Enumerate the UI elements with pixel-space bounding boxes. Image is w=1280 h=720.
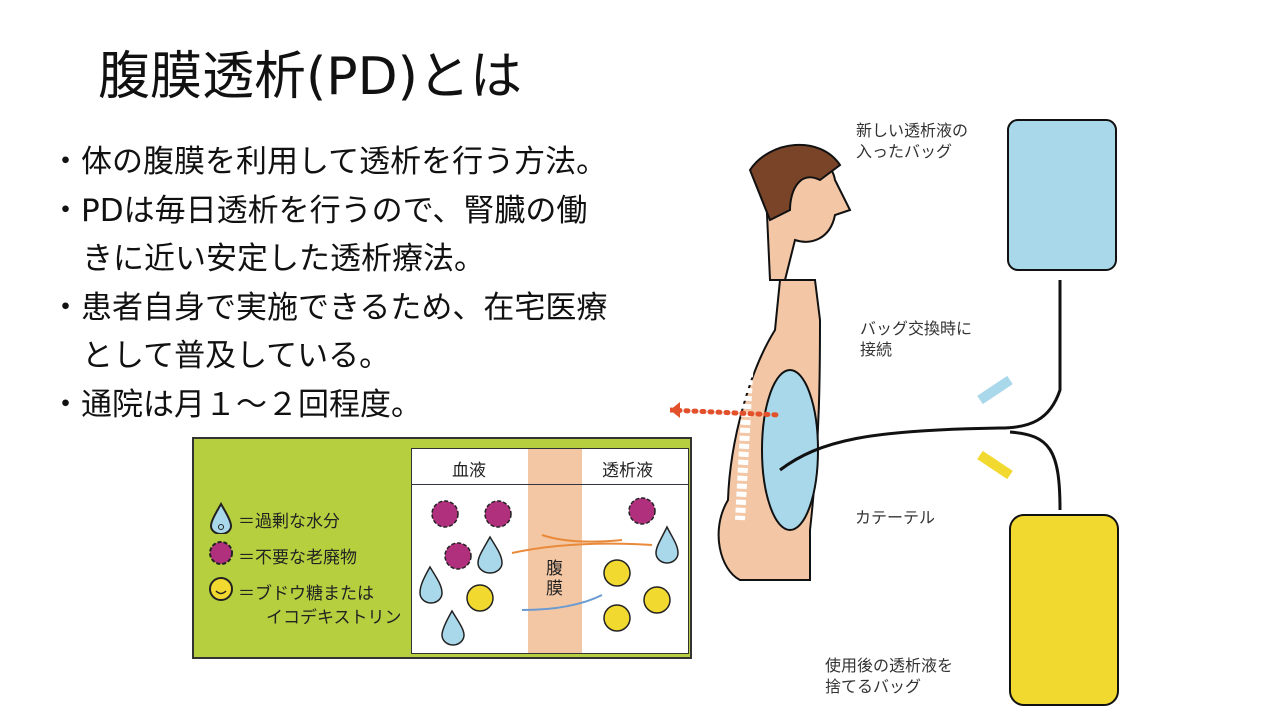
catheter-label: カテーテル bbox=[855, 508, 936, 527]
molecule-flow bbox=[419, 497, 679, 646]
membrane-band bbox=[528, 449, 582, 653]
used-fluid-bag bbox=[1009, 514, 1119, 706]
legend-glucose: ＝ブドウ糖または bbox=[238, 584, 374, 604]
bullet-item: ・PDは毎日透析を行うので、腎臓の働きに近い安定した透析療法。 bbox=[50, 187, 607, 284]
dialysate-label: 透析液 bbox=[602, 461, 653, 481]
man-hair bbox=[748, 144, 842, 222]
label-line: 新しい透析液の bbox=[856, 121, 969, 140]
legend-waste: ＝不要な老廃物 bbox=[238, 548, 357, 568]
bullet-continuation: として普及している。 bbox=[82, 338, 391, 374]
panel-header bbox=[412, 449, 688, 485]
label-line: 使用後の透析液を bbox=[825, 656, 954, 675]
pd-illustration bbox=[670, 119, 1119, 706]
new-bag-label: 新しい透析液の入ったバッグ bbox=[856, 120, 968, 162]
outflow-arrow bbox=[977, 450, 1013, 480]
bullet-text: ・PDは毎日透析を行うので、腎臓の働 bbox=[50, 192, 588, 229]
waste-icon bbox=[209, 541, 233, 565]
legend-water: ＝過剰な水分 bbox=[238, 512, 340, 532]
dialysis-principle-diagram: ＝過剰な水分 ＝不要な老廃物 ＝ブドウ糖または イコデキストリン 血液 透析液 … bbox=[192, 437, 692, 659]
label-line: 入ったバッグ bbox=[856, 142, 953, 161]
dotted-arrow bbox=[670, 407, 783, 418]
bullet-item: ・患者自身で実施できるため、在宅医療として普及している。 bbox=[50, 284, 607, 381]
new-fluid-bag bbox=[1007, 119, 1117, 271]
blood-label: 血液 bbox=[452, 461, 486, 481]
bullet-item: ・通院は月１～２回程度。 bbox=[50, 381, 607, 430]
connect-label: バッグ交換時に接続 bbox=[860, 318, 972, 360]
glucose-smiley-icon bbox=[209, 577, 233, 601]
label-line: 捨てるバッグ bbox=[825, 677, 922, 696]
peritoneal-cavity bbox=[761, 369, 819, 531]
used-bag-label: 使用後の透析液を捨てるバッグ bbox=[825, 655, 953, 697]
bullet-continuation: きに近い安定した透析療法。 bbox=[82, 241, 485, 277]
dotted-arrow-head bbox=[670, 402, 680, 418]
membrane-label: 腹膜 bbox=[546, 559, 563, 599]
bullet-item: ・体の腹膜を利用して透析を行う方法。 bbox=[50, 138, 607, 187]
inflow-arrow bbox=[977, 375, 1013, 405]
membrane-panel: 血液 透析液 腹膜 bbox=[411, 448, 689, 654]
bullet-list: ・体の腹膜を利用して透析を行う方法。 ・PDは毎日透析を行うので、腎臓の働きに近… bbox=[50, 138, 607, 429]
water-drop-icon bbox=[209, 502, 233, 534]
slide-title: 腹膜透析(PD)とは bbox=[98, 47, 522, 107]
label-line: バッグ交換時に bbox=[860, 319, 973, 338]
label-line: 接続 bbox=[860, 340, 893, 359]
bullet-text: ・体の腹膜を利用して透析を行う方法。 bbox=[50, 144, 608, 180]
legend-glucose-cont: イコデキストリン bbox=[266, 608, 402, 628]
bullet-text: ・患者自身で実施できるため、在宅医療 bbox=[50, 289, 608, 326]
bullet-text: ・通院は月１～２回程度。 bbox=[50, 386, 422, 423]
